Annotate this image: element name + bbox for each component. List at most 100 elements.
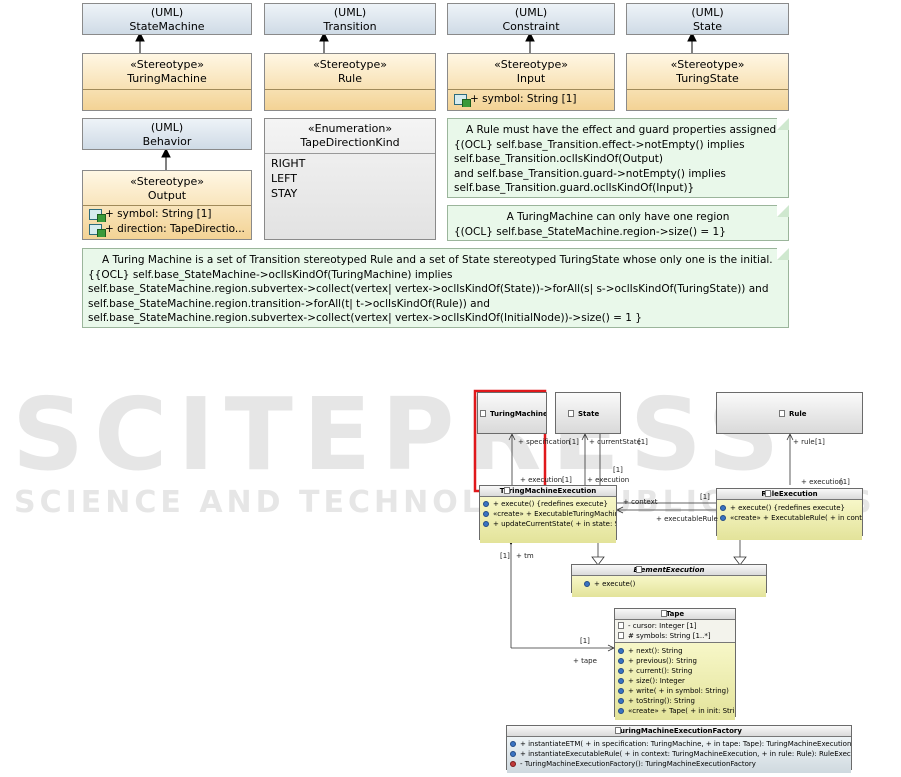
label-exec-left-mult: [1] [562, 476, 572, 484]
label-exec-right-mult: [1] [840, 478, 850, 486]
operation-icon [618, 648, 624, 654]
label-execution-right: + execution [801, 478, 844, 486]
class-name: TuringMachine [490, 410, 546, 418]
stereotype-turingstate: «Stereotype» TuringState [626, 53, 789, 111]
stereotype-kind: «Stereotype» [130, 58, 204, 71]
label-cs-mult: [1] [638, 438, 648, 446]
operation-icon [618, 658, 624, 664]
operation-icon [483, 521, 489, 527]
stereotype-kind: «Stereotype» [494, 58, 568, 71]
note-line: A Turing Machine is a set of Transition … [102, 254, 773, 266]
operation-icon [483, 511, 489, 517]
uml-state-box: (UML) State [626, 3, 789, 35]
operation-text: + write( + in symbol: String) [628, 687, 729, 695]
class-ruleexecution: RuleExecution + execute() {redefines exe… [716, 488, 863, 540]
metaclass-kind: (UML) [333, 6, 367, 19]
class-state: State [555, 392, 621, 434]
class-turingmachineexecution: TuringMachineExecution + execute() {rede… [479, 485, 617, 543]
label-tm-mult: [1] [500, 552, 510, 560]
note-line: self.base_StateMachine.region.subvertex-… [88, 283, 769, 295]
label-spec-mult: [1] [569, 438, 579, 446]
class-name: TuringMachineExecutionFactory [616, 727, 742, 735]
metaclass-kind: (UML) [150, 6, 184, 19]
note-region-constraint: A TuringMachine can only have one region… [447, 205, 789, 241]
attribute-row: + direction: TapeDirectio... [83, 222, 251, 237]
private-operation-icon [510, 761, 516, 767]
operation-icon [483, 501, 489, 507]
operation-icon [618, 688, 624, 694]
operation-text: + execute() {redefines execute} [730, 504, 845, 512]
enumeration-name: TapeDirectionKind [300, 136, 400, 149]
class-name: Tape [665, 610, 685, 618]
profile-extension-arrows [135, 31, 697, 170]
operation-icon [618, 698, 624, 704]
stereotype-name: TuringMachine [127, 72, 207, 85]
stereotype-kind: «Stereotype» [130, 175, 204, 188]
attribute-icon [618, 622, 624, 629]
attribute-text: # symbols: String [1..*] [628, 632, 711, 640]
operation-icon [720, 515, 726, 521]
label-execution-left: + execution [520, 476, 563, 484]
uml-statemachine-box: (UML) StateMachine [82, 3, 252, 35]
property-icon [89, 224, 106, 237]
watermark-title: SCITEPRESS [12, 376, 790, 493]
attribute-text: + direction: TapeDirectio... [105, 223, 245, 235]
stereotype-kind: «Stereotype» [313, 58, 387, 71]
class-name: TuringMachineExecution [499, 487, 597, 495]
class-icon [636, 566, 642, 573]
label-executable-rule: + executableRule [656, 515, 718, 523]
operation-text: «create» + Tape( + in init: Strin... [628, 707, 735, 715]
metaclass-name: State [692, 20, 723, 33]
metaclass-name: StateMachine [129, 20, 205, 33]
note-line: {(OCL} self.base_StateMachine.region->si… [454, 225, 726, 238]
operation-text: + toString(): String [628, 697, 695, 705]
class-name: ElementExecution [633, 566, 705, 574]
enumeration-kind: «Enumeration» [307, 122, 393, 135]
class-elementexecution: ElementExecution + execute() [571, 564, 767, 597]
class-turingmachineexecutionfactory: TuringMachineExecutionFactory + instanti… [506, 725, 852, 773]
stereotype-output: «Stereotype» Output + symbol: String [1]… [82, 170, 252, 240]
metaclass-name: Transition [323, 20, 377, 33]
attribute-text: + symbol: String [1] [105, 208, 212, 220]
stereotype-name: Input [516, 72, 546, 85]
operation-text: + execute() {redefines execute} [493, 500, 608, 508]
operation-icon [584, 581, 590, 587]
label-rule-mult: [1] [815, 438, 825, 446]
class-turingmachine: TuringMachine [477, 392, 547, 434]
enumeration-tapedirectionkind: «Enumeration» TapeDirectionKind RIGHT LE… [264, 118, 436, 240]
class-icon [568, 410, 574, 417]
label-context: + context [623, 498, 658, 506]
attribute-text: + symbol: String [1] [470, 93, 577, 105]
metaclass-kind: (UML) [150, 121, 184, 134]
enum-literal: STAY [271, 187, 298, 200]
operation-icon [720, 505, 726, 511]
stereotype-kind: «Stereotype» [670, 58, 745, 71]
note-line: {(OCL} self.base_Transition.effect->notE… [454, 138, 745, 151]
operation-text: + previous(): String [628, 657, 697, 665]
stereotype-input: «Stereotype» Input + symbol: String [1] [447, 53, 615, 111]
operation-text: - TuringMachineExecutionFactory(): Turin… [520, 760, 756, 768]
class-name: RuleExecution [761, 490, 818, 498]
class-tape: Tape - cursor: Integer [1] # symbols: St… [614, 608, 736, 720]
class-icon [661, 610, 667, 617]
attribute-text: - cursor: Integer [1] [628, 622, 697, 630]
class-name: State [578, 410, 600, 418]
label-execution-mid: + execution [587, 476, 630, 484]
note-turingmachine-constraint: A Turing Machine is a set of Transition … [82, 248, 789, 328]
label-tape-role: + tape [573, 657, 597, 665]
label-context-mult: [1] [700, 493, 710, 501]
note-line: and self.base_Transition.guard->notEmpty… [454, 167, 726, 180]
class-name: Rule [789, 410, 807, 418]
note-rule-constraint: A Rule must have the effect and guard pr… [447, 118, 789, 198]
operation-text: + execute() [594, 580, 636, 588]
stereotype-rule: «Stereotype» Rule [264, 53, 436, 111]
operation-icon [618, 678, 624, 684]
operation-icon [618, 708, 624, 714]
note-line: self.base_StateMachine.region.transition… [88, 297, 490, 310]
note-line: A TuringMachine can only have one region [506, 211, 730, 223]
class-icon [504, 487, 510, 494]
operation-text: + next(): String [628, 647, 683, 655]
class-icon [779, 410, 785, 417]
class-rule: Rule [716, 392, 863, 434]
operation-icon [618, 668, 624, 674]
